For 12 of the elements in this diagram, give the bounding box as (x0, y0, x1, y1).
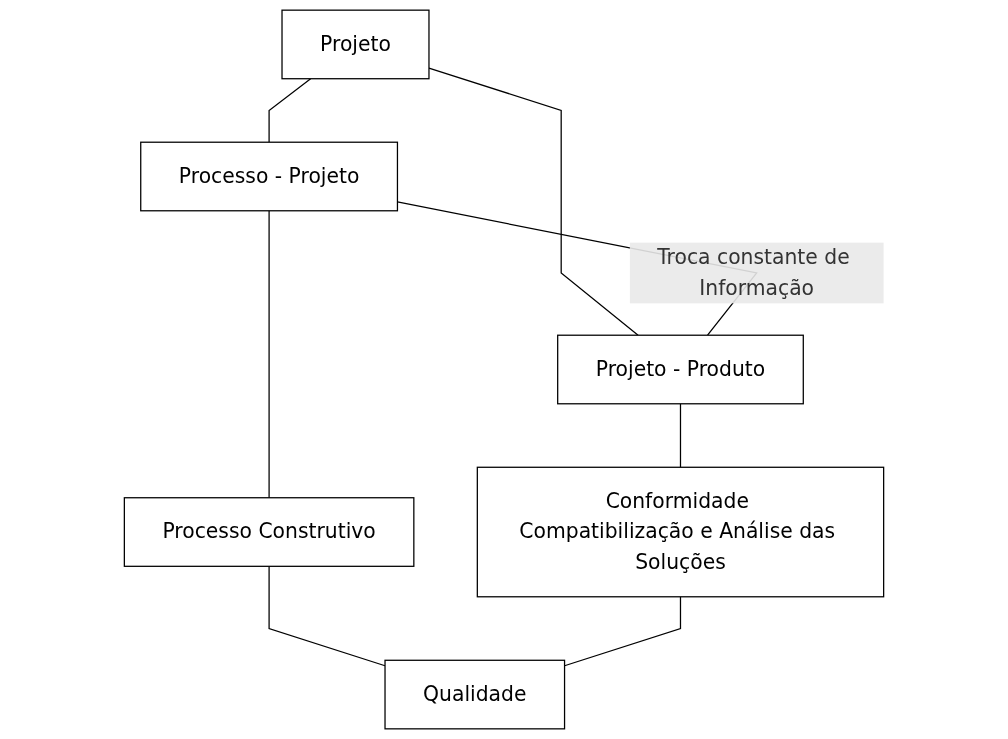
node-box: Qualidade (384, 659, 566, 730)
node-box: Processo - Projeto (140, 141, 399, 212)
node-box: Projeto (281, 9, 430, 80)
connector (428, 67, 639, 336)
node-box: Projeto - Produto (557, 334, 804, 405)
edge-label: Troca constante de Informação (657, 245, 850, 300)
connector (268, 78, 312, 143)
node-box: Processo Construtivo (123, 497, 415, 567)
connector (268, 210, 270, 499)
connector (268, 565, 386, 667)
node-box: Conformidade Compatibilização e Análise das Soluções (476, 466, 885, 598)
connector (679, 403, 682, 468)
